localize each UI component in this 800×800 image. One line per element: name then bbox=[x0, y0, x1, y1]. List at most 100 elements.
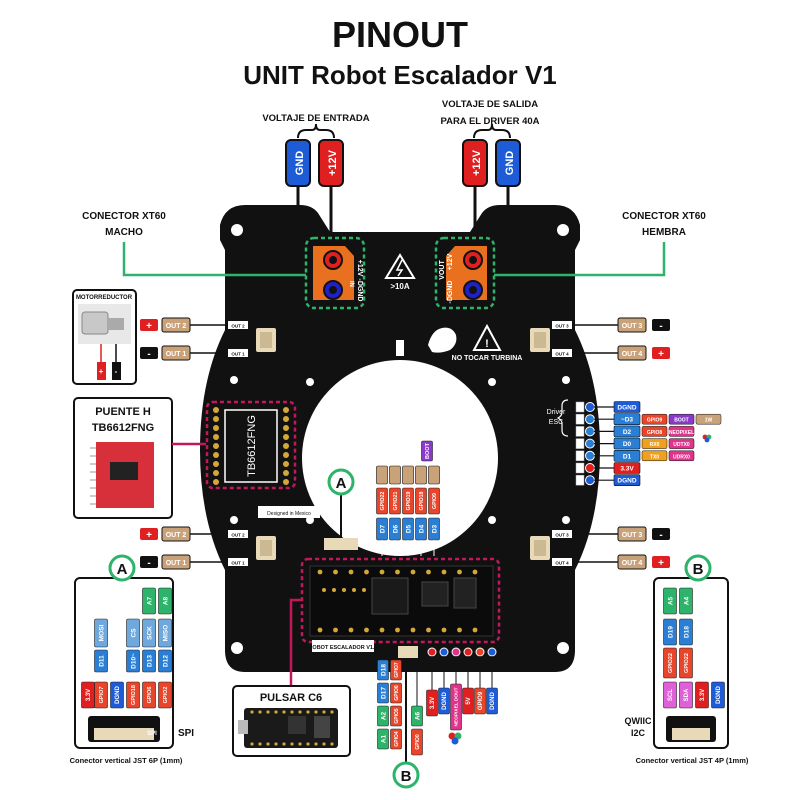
svg-text:DGND: DGND bbox=[442, 692, 448, 710]
svg-text:D18: D18 bbox=[683, 626, 690, 638]
bottom-right-pin-3: 5V bbox=[462, 687, 474, 715]
svg-text:DGND: DGND bbox=[617, 405, 636, 412]
output-voltage-brace bbox=[473, 123, 511, 139]
svg-text:GPIO18: GPIO18 bbox=[419, 492, 425, 511]
svg-text:OUT 2: OUT 2 bbox=[166, 323, 187, 330]
top-tag-d-2: D5 bbox=[402, 517, 414, 541]
marker-b-bottom bbox=[392, 761, 420, 789]
top-tag-gpio-1: GPIO21 bbox=[389, 487, 401, 515]
svg-text:GND: GND bbox=[504, 151, 516, 176]
svg-text:GPIO9: GPIO9 bbox=[647, 418, 663, 424]
bottom-header-pin-labels: D18D17A2A1GPIO7GPIO6GPIO5GPIO4A6GPIO03.3… bbox=[377, 647, 498, 756]
page-subtitle: UNIT Robot Escalador V1 bbox=[243, 60, 557, 90]
spi-tag-1-0: CS bbox=[126, 618, 140, 648]
svg-text:NEOPIXEL: NEOPIXEL bbox=[669, 430, 694, 436]
svg-text:OUT 2: OUT 2 bbox=[231, 533, 245, 538]
i2c-dgnd: DGND bbox=[711, 681, 725, 709]
bottom-tag-1-2: GPIO5 bbox=[390, 705, 402, 727]
xt60-female-label-1: CONECTOR XT60 bbox=[622, 211, 706, 222]
svg-text:3.3V: 3.3V bbox=[700, 689, 706, 701]
svg-text:+: + bbox=[99, 367, 104, 376]
svg-text:OUT 2: OUT 2 bbox=[166, 532, 187, 539]
i2c-a-1: A4 bbox=[679, 587, 693, 615]
top-tag-d-3: D4 bbox=[415, 517, 427, 541]
i2c-label: I2C bbox=[631, 728, 646, 738]
input-12v-tag: +12V bbox=[318, 139, 344, 187]
i2c-d-1: D18 bbox=[679, 618, 693, 646]
svg-text:D12: D12 bbox=[162, 655, 169, 667]
svg-text:-: - bbox=[659, 321, 662, 332]
svg-text:D3: D3 bbox=[431, 524, 438, 533]
turbine-hole bbox=[302, 360, 498, 556]
svg-text:GPIO6: GPIO6 bbox=[147, 687, 153, 704]
top-tag-boot: BOOT bbox=[421, 440, 433, 462]
spi-label: SPI bbox=[178, 728, 194, 739]
esc-pin-0: DGND bbox=[575, 401, 641, 413]
svg-text:D17: D17 bbox=[380, 687, 387, 699]
motor-jst-connector bbox=[530, 328, 550, 352]
svg-text:SCK: SCK bbox=[146, 626, 153, 640]
svg-text:GPIO21: GPIO21 bbox=[393, 492, 399, 511]
spi-tag-3v3: 3.3V bbox=[81, 681, 95, 709]
xt60-female-label-2: HEMBRA bbox=[642, 227, 686, 238]
svg-text:OUT 1: OUT 1 bbox=[166, 560, 187, 567]
svg-text:BOOT: BOOT bbox=[425, 442, 431, 459]
svg-text:DGND: DGND bbox=[617, 478, 636, 485]
spi-tag-dgnd: DGND bbox=[110, 681, 124, 709]
svg-text:B: B bbox=[401, 768, 412, 785]
svg-text:D19: D19 bbox=[667, 626, 674, 638]
spi-tag-2-1: SCK bbox=[142, 618, 156, 648]
robot-board bbox=[200, 205, 600, 672]
bottom-tag-1-0: GPIO7 bbox=[390, 659, 402, 681]
spi-tag-0-1: D11 bbox=[94, 649, 108, 673]
svg-text:GPIO22: GPIO22 bbox=[668, 653, 674, 673]
marker-a-spi bbox=[108, 554, 136, 582]
i2c-3v3: 3.3V bbox=[695, 681, 709, 709]
svg-text:D11: D11 bbox=[98, 655, 105, 667]
svg-text:D0: D0 bbox=[623, 441, 632, 448]
svg-text:A5: A5 bbox=[667, 596, 674, 605]
bottom-right-pin-2: NEOPIXEL DOUT bbox=[450, 683, 462, 731]
input-voltage-brace bbox=[297, 123, 335, 139]
board-name-label: ROBOT ESCALADOR V1.0 bbox=[308, 645, 377, 651]
svg-text:+12V: +12V bbox=[471, 149, 483, 176]
spi-tag-2-0: A7 bbox=[142, 587, 156, 615]
svg-text:3.3V: 3.3V bbox=[620, 466, 634, 473]
svg-text:1W: 1W bbox=[705, 418, 713, 424]
spi-tag-0-0: MOSI bbox=[94, 618, 108, 648]
svg-text:MISO: MISO bbox=[162, 625, 169, 642]
xt60-male-label-2: MACHO bbox=[105, 227, 143, 238]
svg-text:OUT 3: OUT 3 bbox=[555, 533, 569, 538]
svg-text:GPIO22: GPIO22 bbox=[684, 653, 690, 673]
svg-text:TX0: TX0 bbox=[650, 454, 659, 460]
svg-text:SCL: SCL bbox=[668, 689, 674, 701]
bottom-tag-1-1: GPIO6 bbox=[390, 682, 402, 704]
svg-text:OUT 3: OUT 3 bbox=[622, 532, 643, 539]
svg-text:GPIO2: GPIO2 bbox=[163, 687, 169, 704]
svg-text:GPIO0: GPIO0 bbox=[415, 734, 421, 750]
spi-tag-2-3: GPIO6 bbox=[142, 681, 156, 709]
no-touch-turbine-label: NO TOCAR TURBINA bbox=[452, 355, 523, 362]
jst-6p-board-connector bbox=[324, 538, 358, 550]
svg-text:DGND: DGND bbox=[716, 686, 722, 704]
bottom-right-pin-4: GPIO9 bbox=[474, 687, 486, 715]
svg-text:RX0: RX0 bbox=[650, 442, 660, 448]
spi-tag-3-2: D12 bbox=[158, 649, 172, 673]
h-bridge-label-2: TB6612FNG bbox=[92, 422, 154, 434]
motor-body-icon bbox=[81, 311, 109, 335]
xt60-out-dgnd-label: -DGND bbox=[447, 281, 454, 304]
svg-text:+: + bbox=[146, 321, 152, 332]
svg-text:GPIO18: GPIO18 bbox=[131, 685, 137, 705]
svg-text:D18: D18 bbox=[380, 664, 387, 676]
motor-jst-connector bbox=[256, 536, 276, 560]
xt60-dgnd-label: -DGND bbox=[356, 279, 363, 302]
svg-text:OUT 1: OUT 1 bbox=[166, 351, 187, 358]
top-tag-gpio-0: GPIO22 bbox=[376, 487, 388, 515]
svg-text:GPIO4: GPIO4 bbox=[394, 731, 400, 747]
